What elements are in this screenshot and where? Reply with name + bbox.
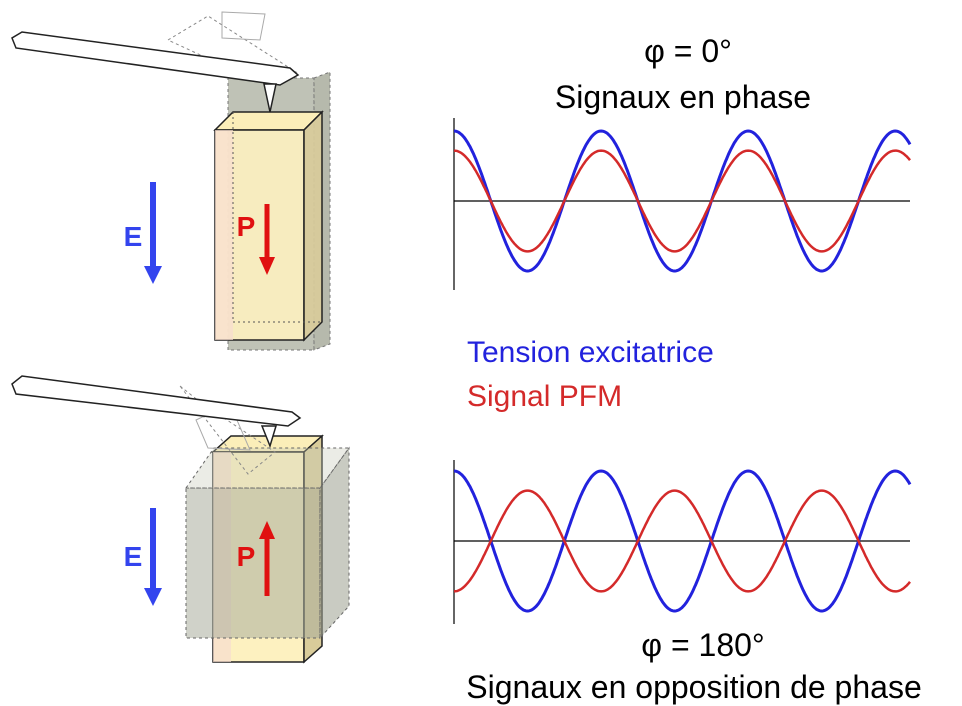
bottom-field-label: E [124,541,143,572]
bottom-deformed-volume [185,446,350,640]
bottom-phase-label: φ = 180° [641,627,764,663]
bottom-pfm-wave [453,489,911,593]
top-polarization-label: P [237,211,256,242]
bottom-caption: Signaux en opposition de phase [466,669,921,705]
bottom-polarization-arrow [259,521,275,596]
bottom-field-arrow [144,508,162,606]
bottom-crystal-group [11,375,350,664]
top-crystal-group [11,11,331,351]
legend-excitation: Tension excitatrice [467,336,714,369]
bottom-signal-plot [453,460,912,624]
top-caption: Signaux en phase [555,79,811,115]
bottom-polarization-label: P [237,541,256,572]
top-polarization-arrow [259,204,275,275]
top-excitation-wave [453,129,912,273]
bottom-excitation-wave [453,469,912,613]
top-field-arrow [144,182,162,284]
top-signal-plot [453,118,912,290]
bottom-cantilever [11,375,302,475]
legend-pfm: Signal PFM [467,380,622,413]
top-phase-label: φ = 0° [644,33,732,69]
top-field-label: E [124,221,143,252]
top-crystal [213,110,324,342]
top-pfm-wave [453,149,911,253]
top-cantilever [11,11,300,113]
